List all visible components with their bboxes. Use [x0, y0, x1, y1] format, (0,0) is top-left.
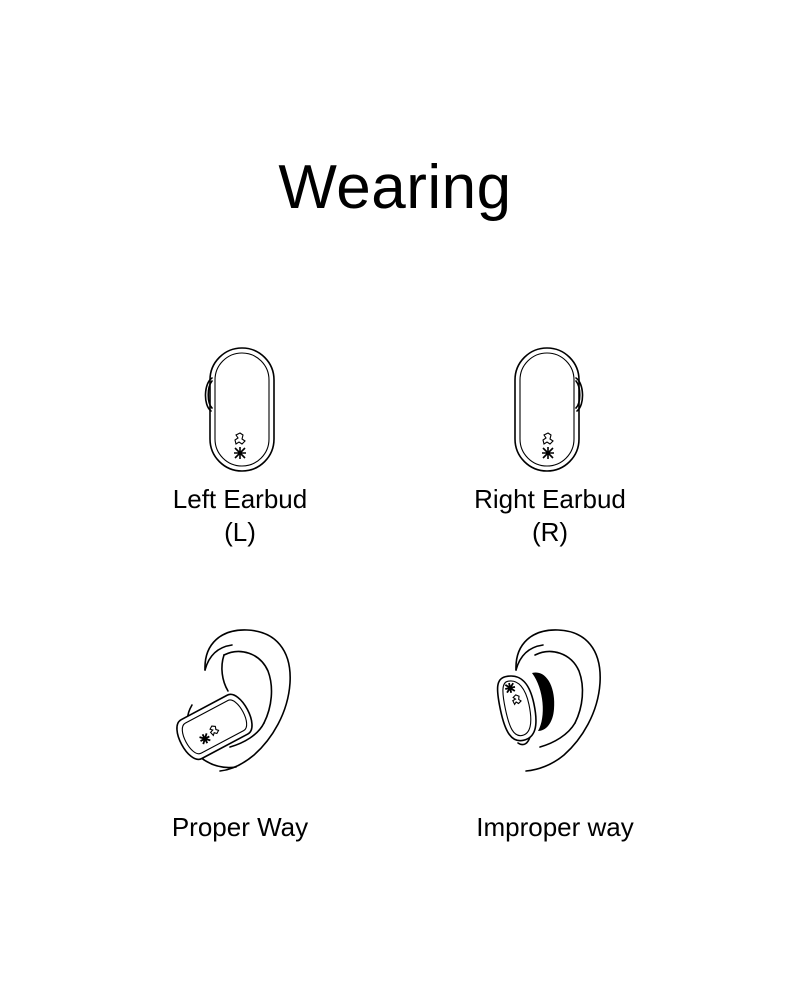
proper-way-label: Proper Way [171, 812, 309, 842]
left-earbud-side: (L) [224, 517, 256, 547]
ear-improper-wearing-icon [496, 625, 623, 775]
left-earbud-icon [196, 345, 286, 475]
right-earbud-side: (R) [531, 517, 569, 547]
improper-way-caption: Improper way [455, 811, 655, 844]
right-earbud-label: Right Earbud [474, 484, 626, 514]
page-title: Wearing [278, 153, 512, 222]
ear-proper-wearing-icon [176, 625, 305, 775]
proper-way-caption: Proper Way [140, 811, 340, 844]
improper-way-label: Improper way [476, 812, 634, 842]
left-earbud-caption: Left Earbud (L) [140, 483, 340, 549]
left-earbud-label: Left Earbud [172, 484, 308, 514]
right-earbud-caption: Right Earbud (R) [450, 483, 650, 549]
right-earbud-icon [506, 345, 596, 475]
